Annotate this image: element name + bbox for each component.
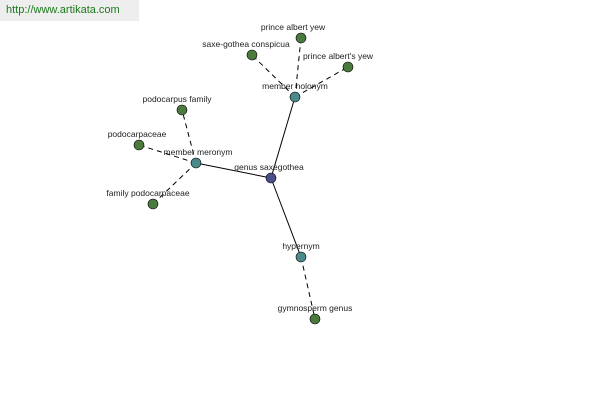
edge-center-to-hypernym xyxy=(270,177,302,258)
edge-holonym-to-prince-alberts-yew xyxy=(294,66,349,98)
node-label-prince-alberts-yew[interactable]: prince albert's yew xyxy=(303,51,374,61)
node-label-saxe-gothea-conspicua[interactable]: saxe-gothea conspicua xyxy=(202,39,290,49)
node-prince-alberts-yew[interactable] xyxy=(342,61,354,73)
node-label-podocarpaceae[interactable]: podocarpaceae xyxy=(108,129,167,139)
node-center[interactable] xyxy=(265,172,277,184)
node-holonym[interactable] xyxy=(289,91,301,103)
node-label-podocarpus-family[interactable]: podocarpus family xyxy=(143,94,213,104)
node-label-prince-albert-yew[interactable]: prince albert yew xyxy=(261,22,326,32)
node-saxe-gothea-conspicua[interactable] xyxy=(246,49,258,61)
node-label-gymnosperm-genus[interactable]: gymnosperm genus xyxy=(278,303,353,313)
edge-holonym-to-saxe-gothea-conspicua xyxy=(251,54,296,98)
site-url-banner[interactable]: http://www.artikata.com xyxy=(0,0,139,21)
labels-layer: genus saxegothea member holonym member mer… xyxy=(106,22,374,313)
node-podocarpus-family[interactable] xyxy=(176,104,188,116)
node-label-holonym[interactable]: member holonym xyxy=(262,81,328,91)
edge-meronym-to-podocarpaceae xyxy=(138,144,197,164)
edge-center-to-meronym xyxy=(195,162,272,179)
node-gymnosperm-genus[interactable] xyxy=(309,313,321,325)
edge-hypernym-to-gymnosperm-genus xyxy=(300,256,316,320)
edge-meronym-to-family-podocarpaceae xyxy=(152,162,197,205)
edges-layer xyxy=(138,37,349,320)
node-label-hypernym[interactable]: hypernym xyxy=(282,241,319,251)
edge-meronym-to-podocarpus-family xyxy=(181,109,197,164)
edge-center-to-holonym xyxy=(270,96,296,179)
node-meronym[interactable] xyxy=(190,157,202,169)
node-label-center[interactable]: genus saxegothea xyxy=(234,162,304,172)
nodes-layer xyxy=(133,32,354,325)
edge-holonym-to-prince-albert-yew xyxy=(294,37,302,98)
node-family-podocarpaceae[interactable] xyxy=(147,198,159,210)
node-hypernym[interactable] xyxy=(295,251,307,263)
node-prince-albert-yew[interactable] xyxy=(295,32,307,44)
node-label-family-podocarpaceae[interactable]: family podocarpaceae xyxy=(106,188,189,198)
node-podocarpaceae[interactable] xyxy=(133,139,145,151)
node-label-meronym[interactable]: member meronym xyxy=(164,147,233,157)
